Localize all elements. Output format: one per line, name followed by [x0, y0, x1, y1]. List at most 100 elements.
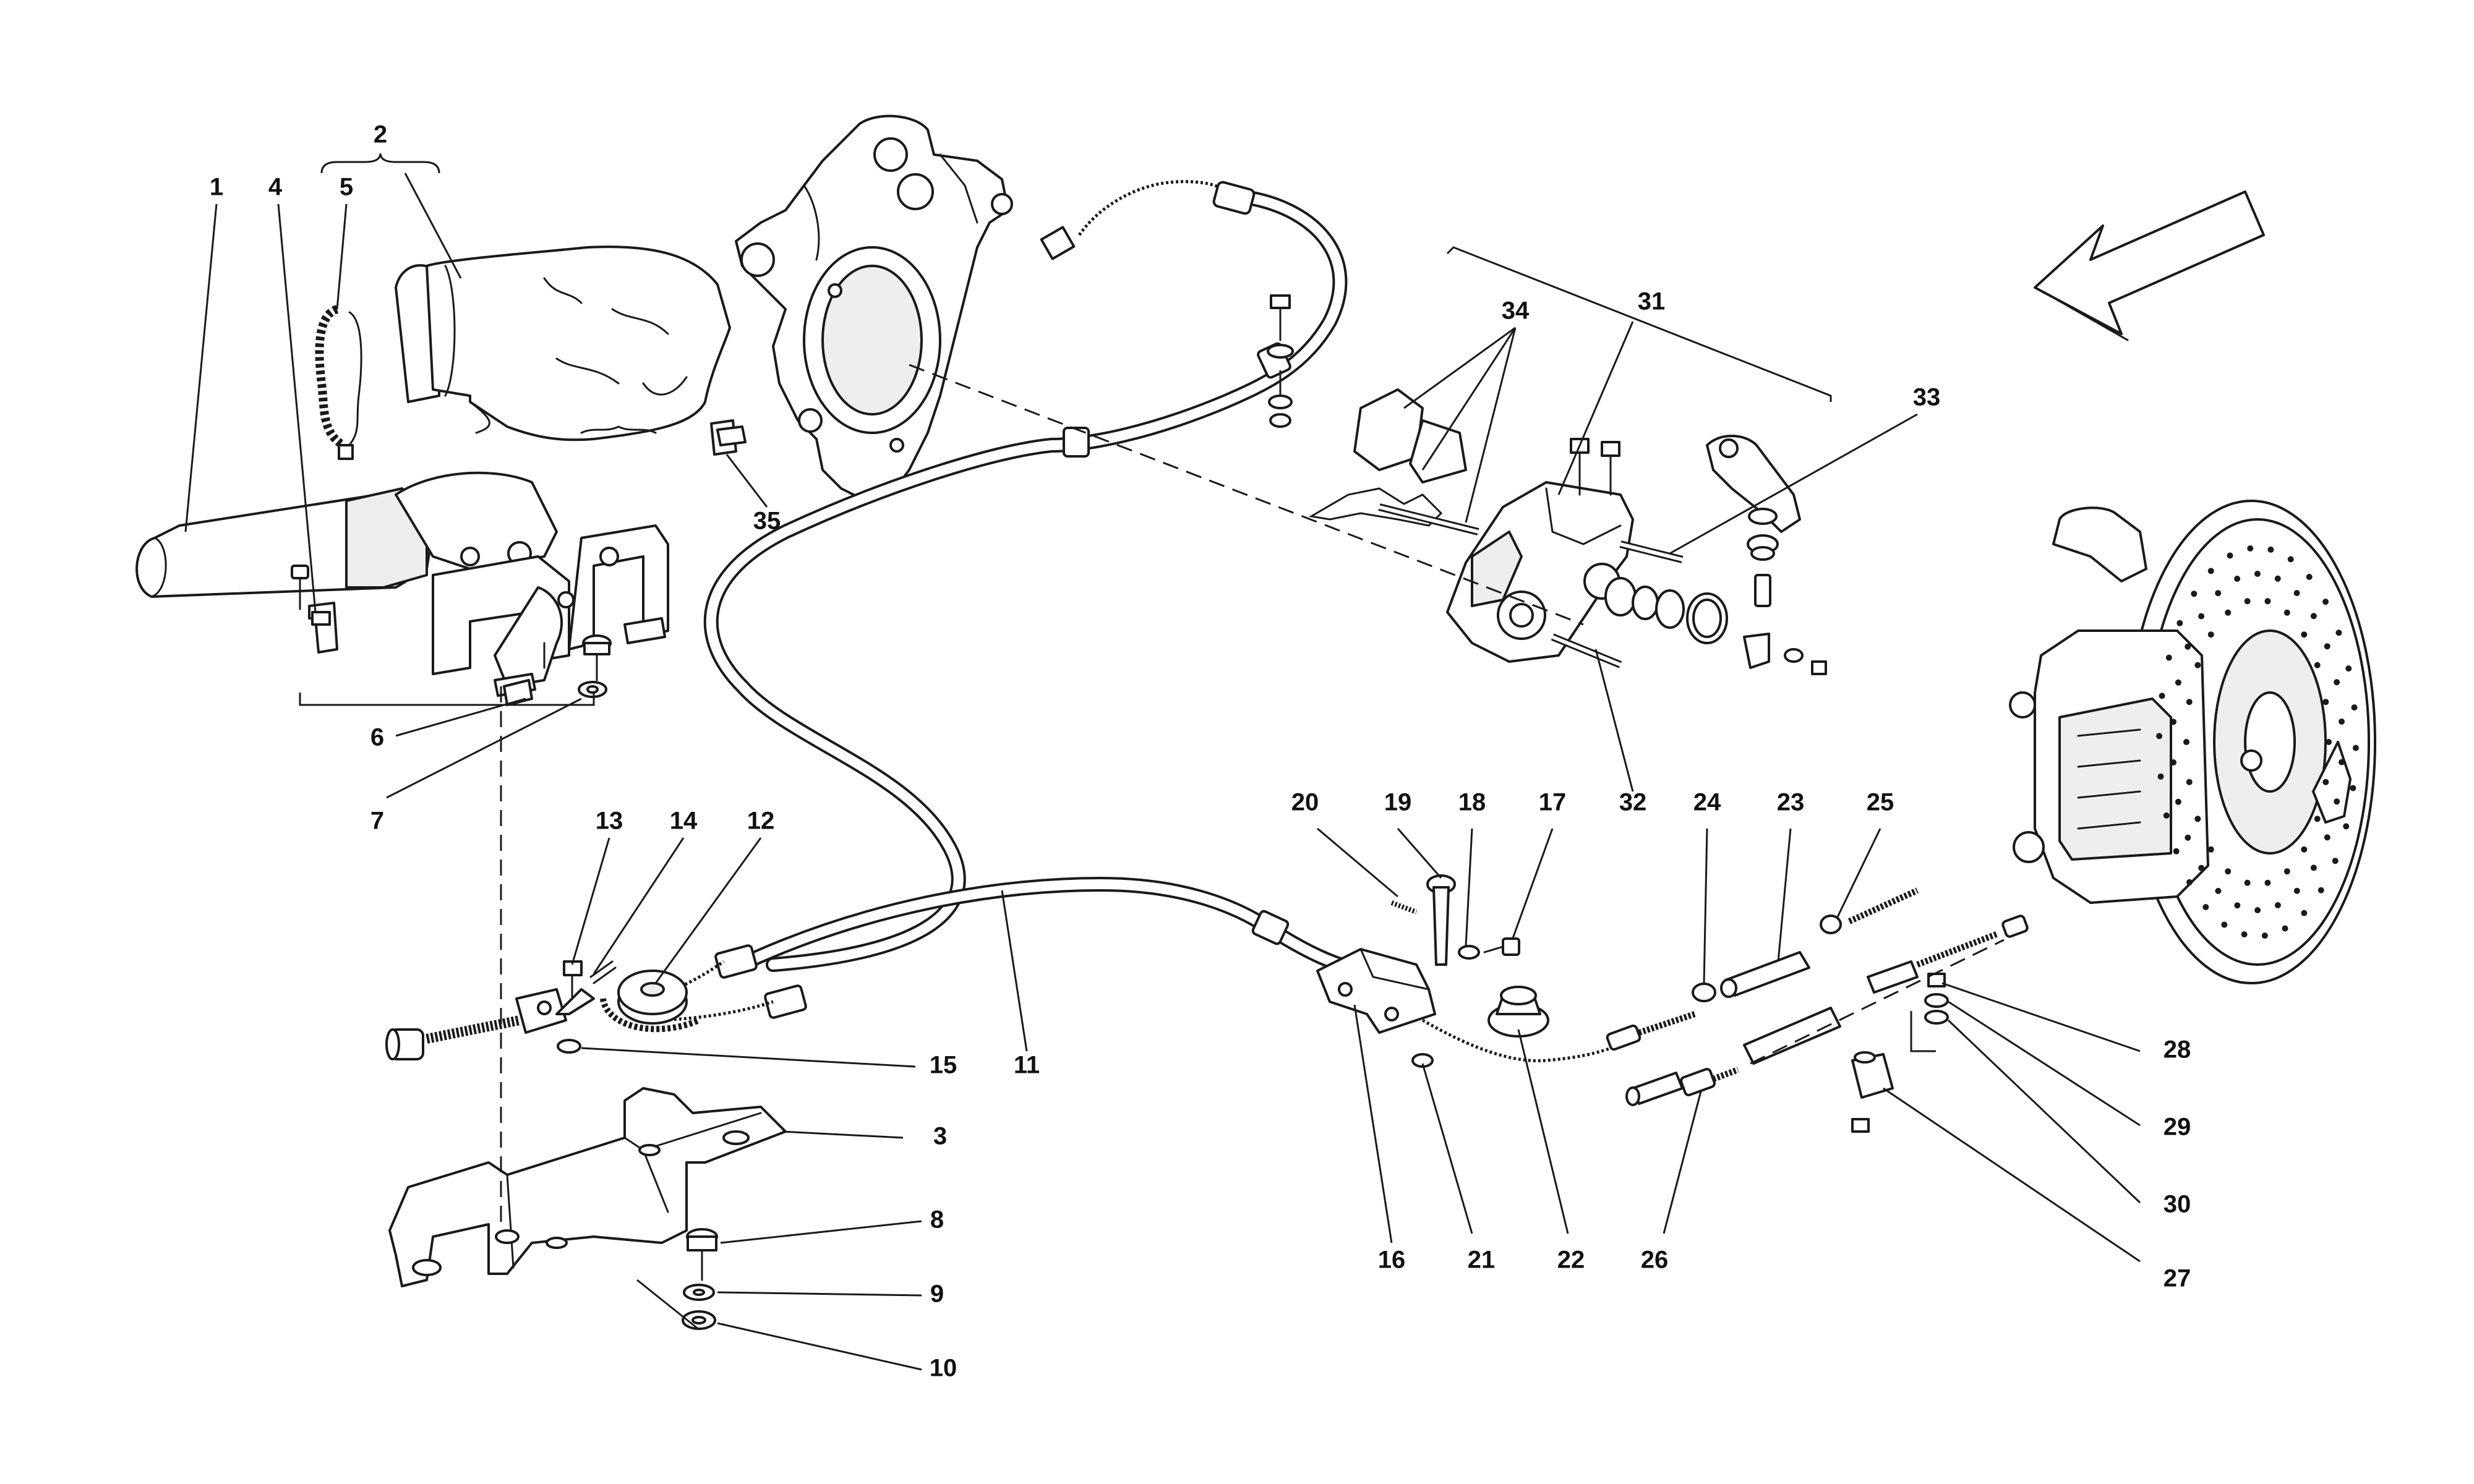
part-2-boot-cover — [395, 245, 731, 441]
callout-9: 9 — [930, 1281, 944, 1308]
callout-18: 18 — [1458, 789, 1486, 816]
callout-7: 7 — [370, 808, 384, 835]
disc-hole — [2334, 679, 2340, 686]
disc-hole — [2274, 902, 2281, 908]
disc-hole — [2306, 574, 2313, 580]
part-12-pulley — [600, 970, 700, 1033]
callout-21: 21 — [1468, 1247, 1496, 1274]
disc-hole — [2215, 887, 2222, 894]
callout-22: 22 — [1557, 1247, 1585, 1274]
disc-hole — [2198, 864, 2205, 871]
disc-hole — [2332, 858, 2339, 864]
callout-10: 10 — [930, 1355, 957, 1382]
disc-hole — [2186, 879, 2193, 885]
disc-perforations — [2156, 545, 2359, 939]
callout-35: 35 — [753, 508, 781, 535]
group-brackets — [299, 153, 1936, 1331]
disc-hole — [2241, 931, 2248, 938]
disc-hole — [2170, 759, 2177, 765]
callout-labels: 1 2 3 4 5 6 7 8 9 10 11 12 13 14 15 16 1… — [210, 121, 2191, 1382]
callout-32: 32 — [1619, 789, 1647, 816]
part-35-clip — [710, 419, 747, 456]
disc-hole — [2234, 576, 2241, 582]
disc-hole — [2343, 823, 2350, 830]
disc-hole — [2254, 571, 2261, 577]
disc-hole — [2191, 591, 2198, 597]
disc-hole — [2175, 679, 2181, 686]
disc-hole — [2185, 643, 2191, 650]
disc-hole — [2293, 590, 2300, 597]
disc-hole — [2194, 816, 2201, 822]
disc-hole — [2254, 907, 2261, 913]
disc-hole — [2301, 910, 2308, 916]
disc-hole — [2177, 620, 2183, 626]
disc-hole — [2301, 846, 2308, 853]
disc-hole — [2314, 816, 2321, 822]
disc-hole — [2310, 613, 2317, 620]
disc-hole — [2244, 879, 2251, 886]
disc-hole — [2351, 704, 2358, 711]
hub-carrier-upright — [735, 114, 1013, 502]
disc-hole — [2352, 744, 2359, 751]
part-5-wire — [315, 305, 362, 460]
disc-hole — [2173, 848, 2180, 855]
callout-29: 29 — [2164, 1114, 2191, 1141]
disc-hole — [2264, 879, 2271, 886]
disc-hole — [2293, 887, 2300, 894]
disc-hole — [2227, 552, 2233, 559]
callout-12: 12 — [747, 808, 775, 835]
disc-hole — [2175, 798, 2181, 805]
callout-25: 25 — [1867, 789, 1894, 816]
part-17-22-fasteners — [1390, 874, 1696, 1068]
disc-hole — [2339, 719, 2345, 725]
disc-hole — [2287, 556, 2294, 563]
disc-hole — [2170, 719, 2177, 725]
disc-hole — [2314, 662, 2321, 668]
cable-bracket-bolt — [1267, 294, 1294, 428]
callout-19: 19 — [1384, 789, 1412, 816]
disc-hole — [2202, 904, 2209, 910]
callout-1: 1 — [210, 174, 223, 201]
disc-hole — [2274, 575, 2281, 582]
disc-hole — [2185, 834, 2191, 841]
part-13-15-adjuster — [385, 960, 617, 1060]
callout-11: 11 — [1014, 1052, 1040, 1079]
callout-13: 13 — [596, 808, 623, 835]
callout-23: 23 — [1777, 789, 1805, 816]
disc-hole — [2215, 590, 2222, 597]
direction-arrow-icon — [2034, 190, 2265, 341]
part-3-mounting-bracket — [388, 1087, 787, 1287]
disc-hole — [2261, 932, 2268, 939]
disc-hole — [2350, 785, 2356, 791]
disc-hole — [2186, 699, 2193, 706]
disc-hole — [2322, 599, 2329, 605]
callout-31: 31 — [1638, 288, 1666, 315]
callout-20: 20 — [1291, 789, 1319, 816]
disc-hole — [2207, 846, 2214, 853]
disc-hole — [2335, 629, 2342, 636]
disc-hole — [2156, 733, 2163, 740]
disc-hole — [2165, 654, 2172, 661]
disc-hole — [2183, 739, 2189, 745]
callout-2: 2 — [374, 121, 387, 148]
callout-27: 27 — [2164, 1265, 2191, 1292]
callout-4: 4 — [268, 174, 283, 201]
part-4-screw — [291, 565, 338, 654]
callout-33: 33 — [1913, 384, 1941, 411]
part-16-cable-bracket — [1316, 948, 1436, 1034]
disc-hole — [2324, 643, 2331, 650]
disc-hole — [2157, 773, 2164, 780]
lever-mechanism — [432, 524, 669, 697]
callout-17: 17 — [1539, 789, 1567, 816]
disc-hole — [2186, 778, 2193, 785]
disc-hole — [2267, 546, 2274, 553]
callout-8: 8 — [930, 1206, 944, 1234]
disc-hole — [2207, 568, 2214, 574]
disc-hole — [2221, 921, 2228, 928]
part-23-26-sleeves — [1625, 887, 2029, 1106]
disc-hole — [2282, 925, 2288, 932]
disc-hole — [2234, 902, 2241, 909]
disc-hole — [2318, 887, 2324, 893]
callout-24: 24 — [1693, 789, 1721, 816]
callout-3: 3 — [933, 1123, 947, 1150]
